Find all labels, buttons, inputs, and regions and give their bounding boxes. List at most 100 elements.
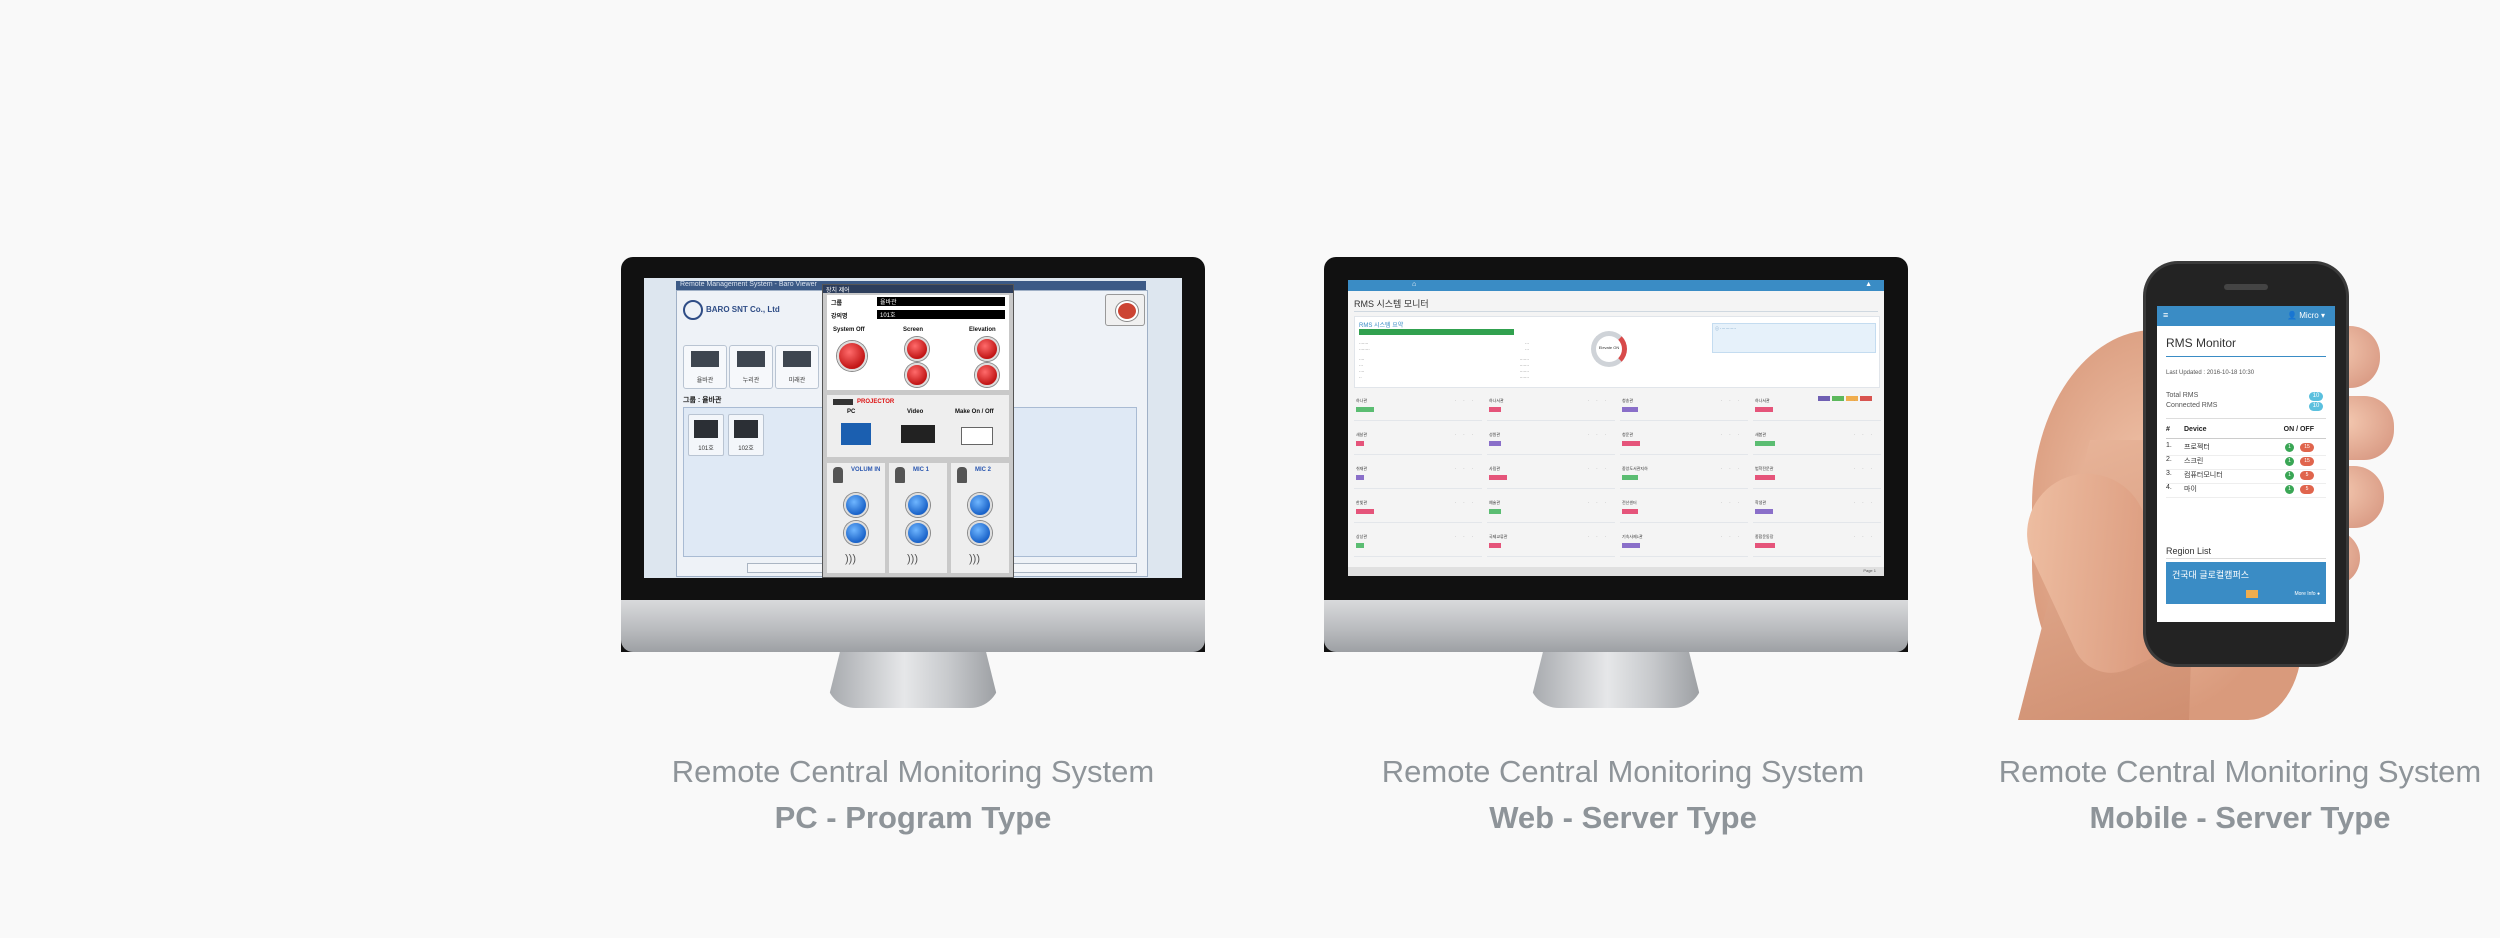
web-room-cell[interactable]: 쉬재관· · · xyxy=(1354,464,1482,489)
video-source-button[interactable] xyxy=(901,425,935,443)
web-room-status-bar xyxy=(1489,475,1507,480)
web-room-cell[interactable]: 청송관· · · xyxy=(1620,396,1748,421)
home-icon[interactable]: ⌂ xyxy=(1412,281,1417,288)
web-room-cell[interactable]: 종합운동장· · · xyxy=(1753,532,1881,557)
web-room-cell[interactable]: 기숙사제1관· · · xyxy=(1620,532,1748,557)
web-room-cell[interactable]: 하나서관· · · xyxy=(1487,396,1615,421)
web-summary-card: RMS 시스템 요약 ·········· ··········· ······… xyxy=(1354,316,1880,388)
web-room-status-bar xyxy=(1622,543,1640,548)
mic1-down-button[interactable] xyxy=(906,521,930,545)
web-room-cell[interactable]: 학생관· · · xyxy=(1753,498,1881,523)
volume-down-button[interactable] xyxy=(844,521,868,545)
mobile-user-menu[interactable]: 👤 Micro ▾ xyxy=(2287,311,2325,320)
mobile-device-on-badge: 1 xyxy=(2285,485,2294,494)
col-onoff: ON / OFF xyxy=(2283,426,2314,433)
web-room-cell[interactable]: 새날관· · · xyxy=(1354,430,1482,455)
projector-power-button[interactable] xyxy=(961,427,993,445)
pc-building-2[interactable]: 누리관 xyxy=(729,345,773,389)
web-room-cell[interactable]: 한빛관· · · xyxy=(1354,498,1482,523)
web-room-cell[interactable]: 새봄관· · · xyxy=(1753,430,1881,455)
web-room-status-bar xyxy=(1489,441,1501,446)
user-menu-icon[interactable]: ▲ xyxy=(1865,281,1872,288)
web-room-cell[interactable]: 하나관· · · xyxy=(1354,396,1482,421)
web-room-name: 중앙도서관지하 xyxy=(1622,466,1648,471)
mic2-down-button[interactable] xyxy=(968,521,992,545)
volume-up-button[interactable] xyxy=(844,493,868,517)
hamburger-menu-icon[interactable]: ≡ xyxy=(2163,310,2169,320)
web-room-cell[interactable]: 중앙도서관지하· · · xyxy=(1620,464,1748,489)
mobile-last-updated: Last Updated : 2016-10-18 10:30 xyxy=(2166,370,2255,376)
sound-icon: ))) xyxy=(907,553,918,565)
pc-col-screen: Screen xyxy=(903,327,924,333)
power-icon xyxy=(1116,301,1138,321)
pc-source-pc: PC xyxy=(847,409,856,415)
mobile-total-label: Total RMS xyxy=(2166,392,2199,399)
mobile-region-item[interactable]: 건국대 글로컬캠퍼스 More Info ● xyxy=(2166,562,2326,604)
pc-building-1[interactable]: 율바관 xyxy=(683,345,727,389)
pc-monitor-stand xyxy=(826,652,1000,708)
web-room-counts: · · · xyxy=(1853,466,1875,471)
mobile-title-divider xyxy=(2166,356,2326,357)
speaker-icon xyxy=(833,467,843,483)
web-room-counts: · · · xyxy=(1587,534,1609,539)
web-room-counts: · · · xyxy=(1454,500,1476,505)
screen-down-button[interactable] xyxy=(905,363,929,387)
web-summary-line: ·········· xyxy=(1359,363,1529,368)
building-icon xyxy=(783,351,811,367)
web-room-name: 전산센터 xyxy=(1622,500,1637,505)
mic2-up-button[interactable] xyxy=(968,493,992,517)
pc-exit-button[interactable] xyxy=(1105,294,1145,326)
mic1-up-button[interactable] xyxy=(906,493,930,517)
mobile-device-off-badge: 15 xyxy=(2300,443,2314,452)
web-room-cell[interactable]: 법학전문관· · · xyxy=(1753,464,1881,489)
mobile-device-on-badge: 1 xyxy=(2285,457,2294,466)
web-room-cell[interactable]: 성원관· · · xyxy=(1487,430,1615,455)
elevation-up-button[interactable] xyxy=(975,337,999,361)
pc-dialog-group-key: 그룹 xyxy=(831,301,843,307)
pc-mic-label: VOLUM IN xyxy=(851,467,881,473)
web-room-counts: · · · xyxy=(1720,398,1742,403)
pc-room-2[interactable]: 102호 xyxy=(728,414,764,456)
screen-up-button[interactable] xyxy=(905,337,929,361)
pc-source-button[interactable] xyxy=(841,423,871,445)
elevation-down-button[interactable] xyxy=(975,363,999,387)
web-monitor-chin xyxy=(1324,600,1908,652)
web-room-counts: · · · xyxy=(1720,432,1742,437)
web-room-cell[interactable]: 예술관· · · xyxy=(1487,498,1615,523)
web-summary-line: ·········· xyxy=(1359,341,1529,346)
caption-pc-line2: PC - Program Type xyxy=(774,800,1052,835)
web-room-cell[interactable]: 청운관· · · xyxy=(1620,430,1748,455)
web-room-status-bar xyxy=(1356,441,1364,446)
caption-mobile-line1: Remote Central Monitoring System xyxy=(1998,754,2482,789)
web-room-counts: · · · xyxy=(1454,534,1476,539)
building-icon xyxy=(691,351,719,367)
web-room-counts: · · · xyxy=(1587,432,1609,437)
caption-pc: Remote Central Monitoring System PC - Pr… xyxy=(633,754,1193,836)
pc-volume-in: VOLUM IN ))) xyxy=(827,463,885,573)
web-room-counts: · · · xyxy=(1587,466,1609,471)
caption-mobile-line2: Mobile - Server Type xyxy=(2089,800,2391,835)
pc-room-1[interactable]: 101호 xyxy=(688,414,724,456)
pc-building-3[interactable]: 미래관 xyxy=(775,345,819,389)
web-room-name: 종합운동장 xyxy=(1755,534,1774,539)
web-room-cell[interactable]: 국제교류관· · · xyxy=(1487,532,1615,557)
web-room-name: 사림관 xyxy=(1489,466,1501,471)
web-room-counts: · · · xyxy=(1454,432,1476,437)
web-room-cell[interactable]: 사림관 · · · xyxy=(1487,464,1615,489)
system-off-button[interactable] xyxy=(837,341,867,371)
web-footer-text: Page 1 xyxy=(1863,568,1876,573)
web-room-status-bar xyxy=(1755,543,1775,548)
web-room-name: 쉬재관 xyxy=(1356,466,1368,471)
web-room-cell[interactable]: 전산센터· · · xyxy=(1620,498,1748,523)
caption-web-line2: Web - Server Type xyxy=(1489,800,1757,835)
mobile-device-name: 컴퓨터모니터 xyxy=(2184,472,2223,479)
pc-building-label: 누리관 xyxy=(742,378,760,384)
mobile-region-more[interactable]: More Info ● xyxy=(2294,591,2320,597)
web-room-status-bar xyxy=(1755,407,1773,412)
web-room-cell[interactable]: 하나서관· · · xyxy=(1753,396,1881,421)
web-room-cell[interactable]: 상상관· · · xyxy=(1354,532,1482,557)
